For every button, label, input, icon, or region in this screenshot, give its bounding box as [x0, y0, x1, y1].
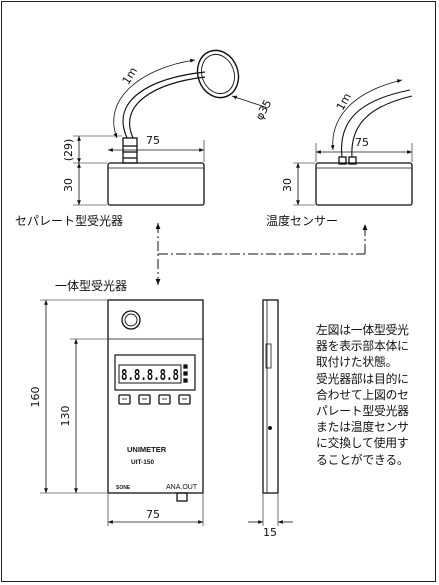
dim-cable-left: 1m: [120, 65, 140, 87]
display-digits: 8.8.8.8.8: [121, 366, 179, 384]
main-unit-front: [40, 299, 204, 526]
separate-sensor-drawing: [73, 49, 269, 206]
exchange-arrows: [155, 223, 368, 285]
dim-main-width: 75: [146, 508, 160, 521]
dim-sep-head: (29): [62, 139, 75, 162]
label-separate-sensor: セパレート型受光器: [15, 214, 124, 228]
description-line: 器を表示部本体に: [316, 339, 409, 354]
dim-loop-diameter: φ35: [253, 97, 274, 122]
dim-sep-width: 75: [146, 134, 160, 147]
dim-cable-right: 1m: [334, 91, 354, 113]
dim-sep-height: 30: [62, 178, 75, 192]
label-integrated-sensor: 一体型受光器: [55, 279, 128, 293]
dim-temp-height: 30: [281, 178, 294, 192]
description-note: 左図は一体型受光 器を表示部本体に 取付けた状態。 受光器部は目的に 合わせて上…: [316, 322, 434, 468]
description-line: または温度センサ: [316, 420, 409, 435]
description-line: 取付けた状態。: [316, 355, 398, 370]
device-name: UNIMETER: [127, 445, 167, 454]
description-line: 受光器部は目的に: [316, 371, 409, 386]
description-line: ることができる。: [316, 452, 409, 467]
dim-temp-width: 75: [355, 136, 369, 149]
main-unit-side: [248, 299, 293, 526]
device-brand: SONE: [116, 485, 131, 491]
description-line: パレート型受光器: [316, 404, 409, 419]
label-temperature-sensor: 温度センサー: [266, 214, 339, 228]
dim-main-height: 160: [29, 387, 42, 408]
device-port: ANA.OUT: [166, 484, 198, 491]
description-line: 合わせて上図のセ: [316, 387, 409, 402]
device-model: UIT-150: [131, 459, 155, 466]
dim-main-inner: 130: [59, 406, 72, 427]
temperature-sensor-drawing: [293, 79, 413, 206]
description-line: に交換して使用す: [316, 436, 409, 451]
dim-main-depth: 15: [263, 526, 277, 539]
description-line: 左図は一体型受光: [316, 323, 409, 337]
